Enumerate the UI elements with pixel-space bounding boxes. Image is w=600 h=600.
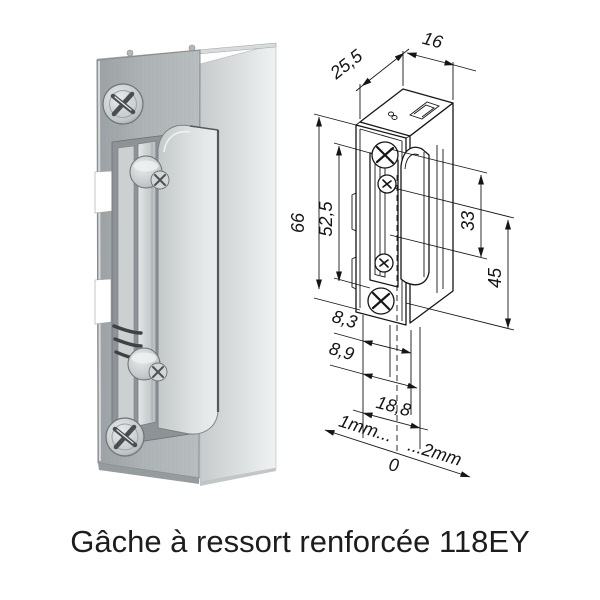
dim-label-offset-top: 8,3 <box>330 306 360 332</box>
photo-barrel-nut-upper <box>129 155 170 190</box>
photo-strike-lip <box>157 124 220 435</box>
drawing-strike-body <box>351 88 454 326</box>
dim-label-total-height: 66 <box>290 212 308 233</box>
photo-latch-cavity <box>111 124 220 447</box>
product-photo <box>94 42 277 486</box>
dim-label-lip-height: 45 <box>485 267 505 288</box>
keeper-channel <box>117 145 135 435</box>
drawing-dimensions: 66 52,5 33 45 25,5 16 8,3 <box>290 28 515 478</box>
dim-label-width: 16 <box>420 28 445 53</box>
top-screw-dot <box>126 49 134 57</box>
dim-label-adjust-max: ...2mm <box>406 435 464 470</box>
dim-label-adjust-zero: 0 <box>387 454 400 475</box>
dim-label-depth: 25,5 <box>326 45 367 84</box>
dim-label-adjust-min: 1mm... <box>337 411 395 446</box>
dim-label-keeper-height: 33 <box>458 211 478 231</box>
photo-screw-bottom <box>105 417 145 457</box>
photo-screw-top <box>102 83 144 125</box>
plate-notch <box>94 170 113 214</box>
dim-label-plate-width: 18,8 <box>374 392 413 420</box>
plate-notch <box>94 278 112 325</box>
product-title: Gâche à ressort renforcée 118EY <box>70 524 530 559</box>
technical-drawing: 66 52,5 33 45 25,5 16 8,3 <box>290 28 515 478</box>
dim-label-offset-bottom: 8,9 <box>327 338 357 364</box>
dim-label-body-height: 52,5 <box>316 201 336 237</box>
photo-barrel-nut-lower <box>127 347 168 382</box>
